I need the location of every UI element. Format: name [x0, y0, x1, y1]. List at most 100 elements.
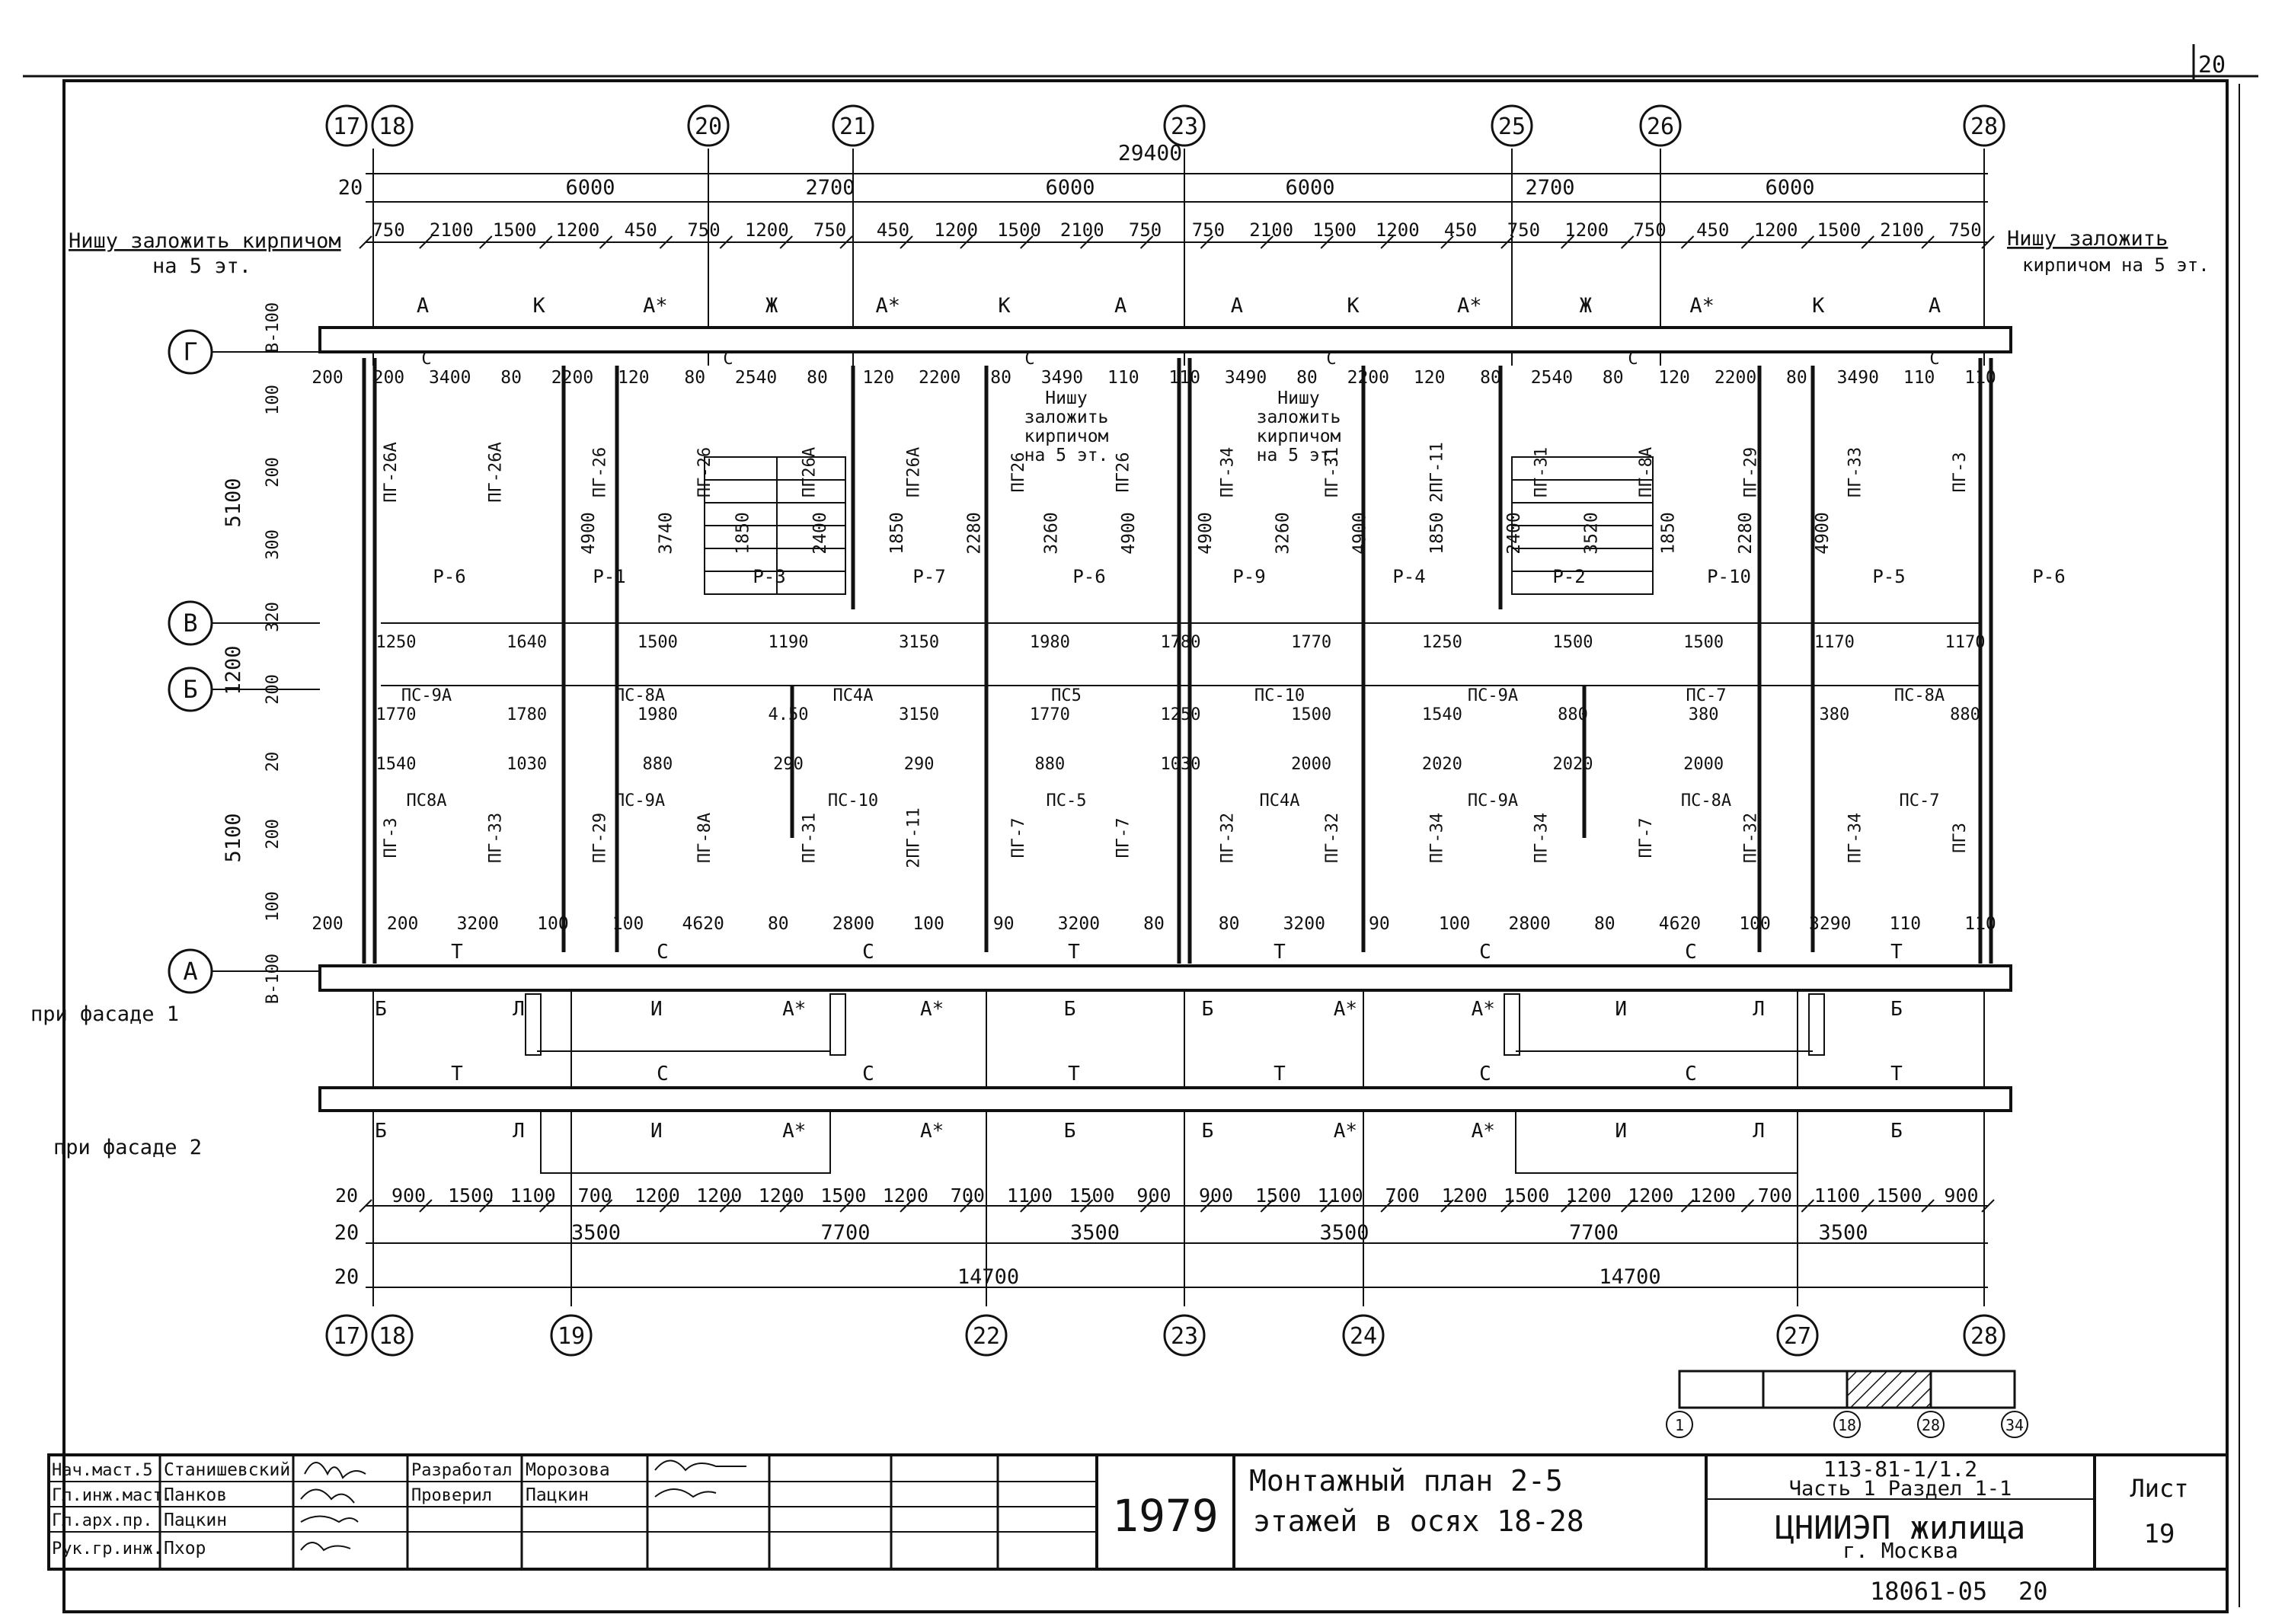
stairs-right	[1511, 456, 1654, 595]
signatures	[300, 1459, 746, 1552]
inner-dimension: 80	[807, 368, 828, 388]
inner-dimension: 110	[1168, 368, 1200, 388]
dimension: 450	[1696, 219, 1729, 241]
dimension: 1500	[1876, 1184, 1922, 1207]
panel-mark: Б	[1202, 998, 1214, 1021]
dim-tick	[1500, 1199, 1514, 1213]
dimension: 20	[334, 1265, 360, 1289]
dim-tick	[1740, 1199, 1755, 1213]
inner-dimension: 80	[1594, 914, 1615, 934]
inner-dimension: 200	[387, 914, 419, 934]
dimension: 1200	[1566, 1184, 1612, 1207]
dimension: 320	[264, 602, 283, 632]
panel-mark: Т	[451, 941, 463, 964]
dimension: 1200	[556, 219, 600, 241]
panel-mark: А	[1231, 294, 1243, 318]
landing-mark: Р-5	[1872, 566, 1905, 587]
row-label: Г	[183, 337, 197, 366]
dimension: 3500	[1070, 1221, 1120, 1245]
panel-mark: А	[417, 294, 429, 318]
panel-mark: Б	[1890, 1120, 1903, 1143]
corner-number: 20	[2198, 52, 2226, 78]
top-dimension-lines	[366, 173, 1988, 1288]
stamp-name: Станишевский	[164, 1460, 290, 1480]
facade-panels	[525, 993, 1825, 1174]
inner-dimension: 1030	[507, 755, 547, 774]
partition-mark: ПГ-8А	[1637, 447, 1656, 497]
dim-tick	[1620, 235, 1635, 249]
partition-mark: ПГ-26	[591, 447, 610, 497]
dimension: 1500	[997, 219, 1041, 241]
archive-page: 20	[2018, 1577, 2048, 1606]
dim-tick	[1861, 235, 1874, 249]
dim-tick	[599, 1199, 613, 1213]
inner-dimension: 2200	[1347, 368, 1389, 388]
axis-label: 25	[1498, 113, 1526, 140]
panel-mark: С	[657, 941, 669, 964]
axis-label: 20	[695, 113, 722, 140]
dimension: 100	[264, 891, 283, 922]
panel-mark: Т	[451, 1063, 463, 1085]
dimension: 20	[264, 752, 283, 772]
dimension: 1500	[1312, 219, 1357, 241]
dim-tick	[1921, 1199, 1935, 1213]
landing-mark: Р-6	[2032, 566, 2065, 587]
overall-dimension-top: 29400	[1118, 140, 1182, 165]
dimension: 1200	[1628, 1184, 1673, 1207]
stamp-name: Пацкин	[526, 1485, 589, 1505]
dim-tick	[359, 235, 372, 249]
sheet-number: 19	[2144, 1519, 2175, 1549]
axis-bubble	[1639, 104, 1682, 147]
panel-mark: Б	[1064, 1120, 1076, 1143]
inner-dimension: 110	[1890, 914, 1922, 934]
inner-dimension: 1540	[376, 755, 417, 774]
dim-tick	[419, 235, 433, 249]
dim-tick	[1320, 235, 1334, 249]
dimension: 1200	[634, 1184, 680, 1207]
legend-axis-label: 28	[1922, 1416, 1940, 1434]
panel-mark: А*	[920, 1120, 944, 1143]
title-line-1: Монтажный план 2-5	[1249, 1464, 1563, 1498]
inner-dimension: 3200	[1058, 914, 1100, 934]
partition-mark: ПГ-34	[1532, 813, 1552, 863]
axis-label: 18	[379, 113, 406, 140]
inner-dimension: 80	[1296, 368, 1318, 388]
axis-bubble	[325, 104, 368, 147]
dimension: 750	[1633, 219, 1666, 241]
inner-dimension: 110	[1903, 368, 1935, 388]
panel-mark: С	[862, 941, 874, 964]
dimension: В-100	[264, 302, 283, 353]
panel-mark: Л	[513, 998, 525, 1021]
inner-dimension: 2200	[551, 368, 593, 388]
axis-bubble	[965, 1314, 1008, 1357]
dimension: 2100	[1880, 219, 1924, 241]
dim-tick	[479, 1199, 493, 1213]
inner-dimension: 1770	[1030, 705, 1070, 724]
dim-tick	[960, 235, 973, 249]
dimension: 1100	[1007, 1184, 1053, 1207]
dim-tick	[1561, 1199, 1574, 1213]
dimension: 20	[335, 1184, 358, 1207]
dim-tick	[839, 235, 853, 249]
inner-dimension: 100	[1439, 914, 1471, 934]
landing-mark: Р-6	[433, 566, 465, 587]
partition-mark: ПГ-34	[1219, 447, 1238, 497]
partition-mark: ПГ-7	[1114, 818, 1133, 858]
dim-tick	[479, 235, 493, 249]
inner-dimension: 3260	[1042, 512, 1062, 554]
panel-mark: Б	[1064, 998, 1076, 1021]
panel-mark: Т	[1890, 1063, 1903, 1085]
dimension: 20	[334, 1221, 360, 1245]
